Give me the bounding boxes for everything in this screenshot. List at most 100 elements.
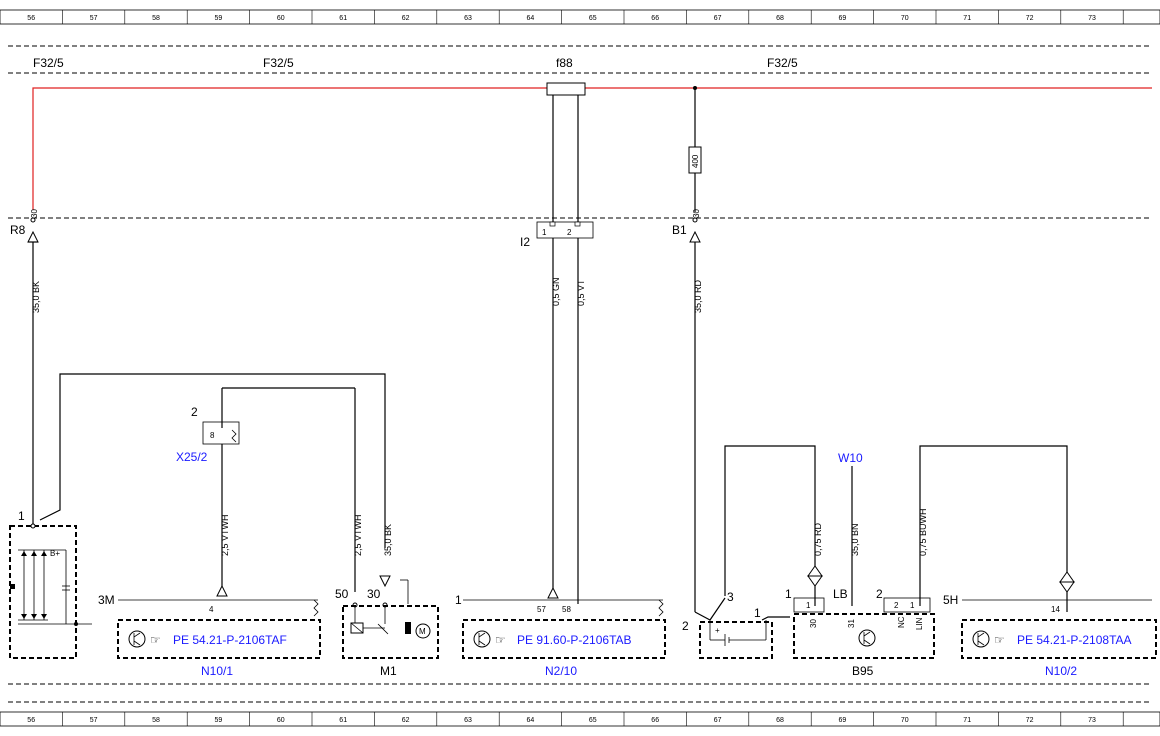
b95-lin: LIN	[915, 617, 924, 630]
bottom-grid-cell-56: 56	[27, 717, 35, 724]
n2-10-label: N2/10	[545, 664, 577, 678]
r8-pin: 30	[30, 209, 39, 218]
resistor-label: 400	[691, 154, 700, 168]
b95-pin2: 2	[876, 587, 883, 601]
hand-pointer-icon: ☞	[994, 633, 1005, 647]
n10-1-ref-link[interactable]: PE 54.21-P-2106TAF	[173, 633, 287, 647]
bottom-grid-cell-69: 69	[839, 717, 847, 724]
r8-label: R8	[10, 223, 26, 237]
bus-label-left: F32/5	[33, 56, 64, 70]
b95-p2: 2	[894, 601, 899, 610]
rd-arrow-up-icon	[807, 565, 823, 577]
wire-i2-gn: 0,5 GN	[551, 277, 561, 306]
top-grid-cell-67: 67	[714, 15, 722, 22]
top-grid-cell-69: 69	[839, 15, 847, 22]
x25-2-label: X25/2	[176, 450, 208, 464]
wire-b1: 35,0 RD	[693, 279, 703, 313]
bottom-grid-cell-67: 67	[714, 717, 722, 724]
n10-1-label: N10/1	[201, 664, 233, 678]
b1-arrow-icon	[689, 230, 701, 243]
bus-label-mid: F32/5	[263, 56, 294, 70]
n10-1-pin: 4	[209, 605, 214, 614]
i2-label: I2	[520, 235, 530, 249]
top-grid-cell-58: 58	[152, 15, 160, 22]
bottom-grid-cell-59: 59	[215, 717, 223, 724]
alt-bplus: B+	[50, 549, 60, 558]
n2-10-pin57: 57	[537, 605, 546, 614]
n10-2-ref-link[interactable]: PE 54.21-P-2108TAA	[1017, 633, 1132, 647]
bottom-grid-cell-71: 71	[963, 717, 971, 724]
top-grid-cell-56: 56	[27, 15, 35, 22]
m1-pin50: 50	[335, 587, 349, 601]
buwh-arrow-down-icon	[1059, 581, 1075, 593]
n10-1-block	[117, 619, 321, 659]
x25-2-connector	[202, 421, 240, 445]
x25-pin8: 8	[210, 431, 215, 440]
b95-nc: NC	[897, 616, 906, 628]
bottom-grid-cell-61: 61	[339, 717, 347, 724]
b95-p1b: 1	[910, 601, 915, 610]
transistor-icon	[128, 630, 146, 648]
top-grid-cell-61: 61	[339, 15, 347, 22]
bottom-grid-cell-68: 68	[776, 717, 784, 724]
n2-10-pin58: 58	[562, 605, 571, 614]
top-grid-cell-66: 66	[651, 15, 659, 22]
n10-1-conn: 3M	[98, 593, 115, 607]
b95-30: 30	[809, 619, 818, 628]
g1-pin2: 2	[682, 619, 689, 633]
x25-arrow-icon	[216, 584, 228, 597]
x25-pin: 2	[191, 405, 198, 419]
r8-pin-circle	[30, 217, 36, 223]
top-grid-cell-60: 60	[277, 15, 285, 22]
fuse-f88	[546, 82, 586, 96]
bottom-grid-cell-72: 72	[1026, 717, 1034, 724]
bottom-grid-cell-70: 70	[901, 717, 909, 724]
bottom-grid-cell-60: 60	[277, 717, 285, 724]
g1-pin3: 3	[727, 590, 734, 604]
starter-motor-icon: M	[350, 605, 431, 639]
top-grid-cell-71: 71	[963, 15, 971, 22]
n2-10-arrow-icon	[547, 586, 559, 599]
svg-text:+: +	[715, 626, 720, 635]
rd-arrow-down-icon	[807, 575, 823, 587]
diode-bridge-icon	[10, 549, 92, 626]
n2-10-ref-link[interactable]: PE 91.60-P-2106TAB	[517, 633, 632, 647]
bottom-grid-cell-57: 57	[90, 717, 98, 724]
top-grid-cell-62: 62	[402, 15, 410, 22]
bottom-grid-cell-65: 65	[589, 717, 597, 724]
transistor-icon	[858, 629, 876, 647]
svg-text:M: M	[419, 627, 426, 636]
wire-buwh: 0,75 BUWH	[918, 508, 928, 556]
bottom-grid-cell-63: 63	[464, 717, 472, 724]
n2-10-block	[462, 619, 666, 659]
transistor-icon	[473, 630, 491, 648]
buwh-arrow-up-icon	[1059, 571, 1075, 583]
top-grid-cell-57: 57	[90, 15, 98, 22]
wire-m1-vtwh: 2,5 VTWH	[353, 514, 363, 556]
wire-x25: 2,5 VTWH	[220, 514, 230, 556]
wire-g1-rd: 0,75 RD	[813, 522, 823, 556]
b95-31: 31	[847, 619, 856, 628]
b1-label: B1	[672, 223, 687, 237]
n10-2-label: N10/2	[1045, 664, 1077, 678]
top-grid-cell-63: 63	[464, 15, 472, 22]
n10-2-block	[961, 619, 1157, 659]
m1-pin30: 30	[367, 587, 381, 601]
b95-p1: 1	[806, 601, 811, 610]
alt-pin1: 1	[18, 509, 25, 523]
n10-2-pin: 14	[1051, 605, 1060, 614]
top-grid-cell-65: 65	[589, 15, 597, 22]
w10-label: W10	[838, 451, 863, 465]
i2-pin1: 1	[542, 228, 547, 237]
top-grid-cell-73: 73	[1088, 15, 1096, 22]
wire-m1-bk: 35,0 BK	[383, 524, 393, 556]
wire-w10-bn: 35,0 BN	[850, 523, 860, 556]
r8-arrow-icon	[27, 230, 39, 243]
b95-pin1: 1	[785, 587, 792, 601]
top-grid-cell-72: 72	[1026, 15, 1034, 22]
b1-pin: 30	[692, 209, 701, 218]
bus-label-right: F32/5	[767, 56, 798, 70]
